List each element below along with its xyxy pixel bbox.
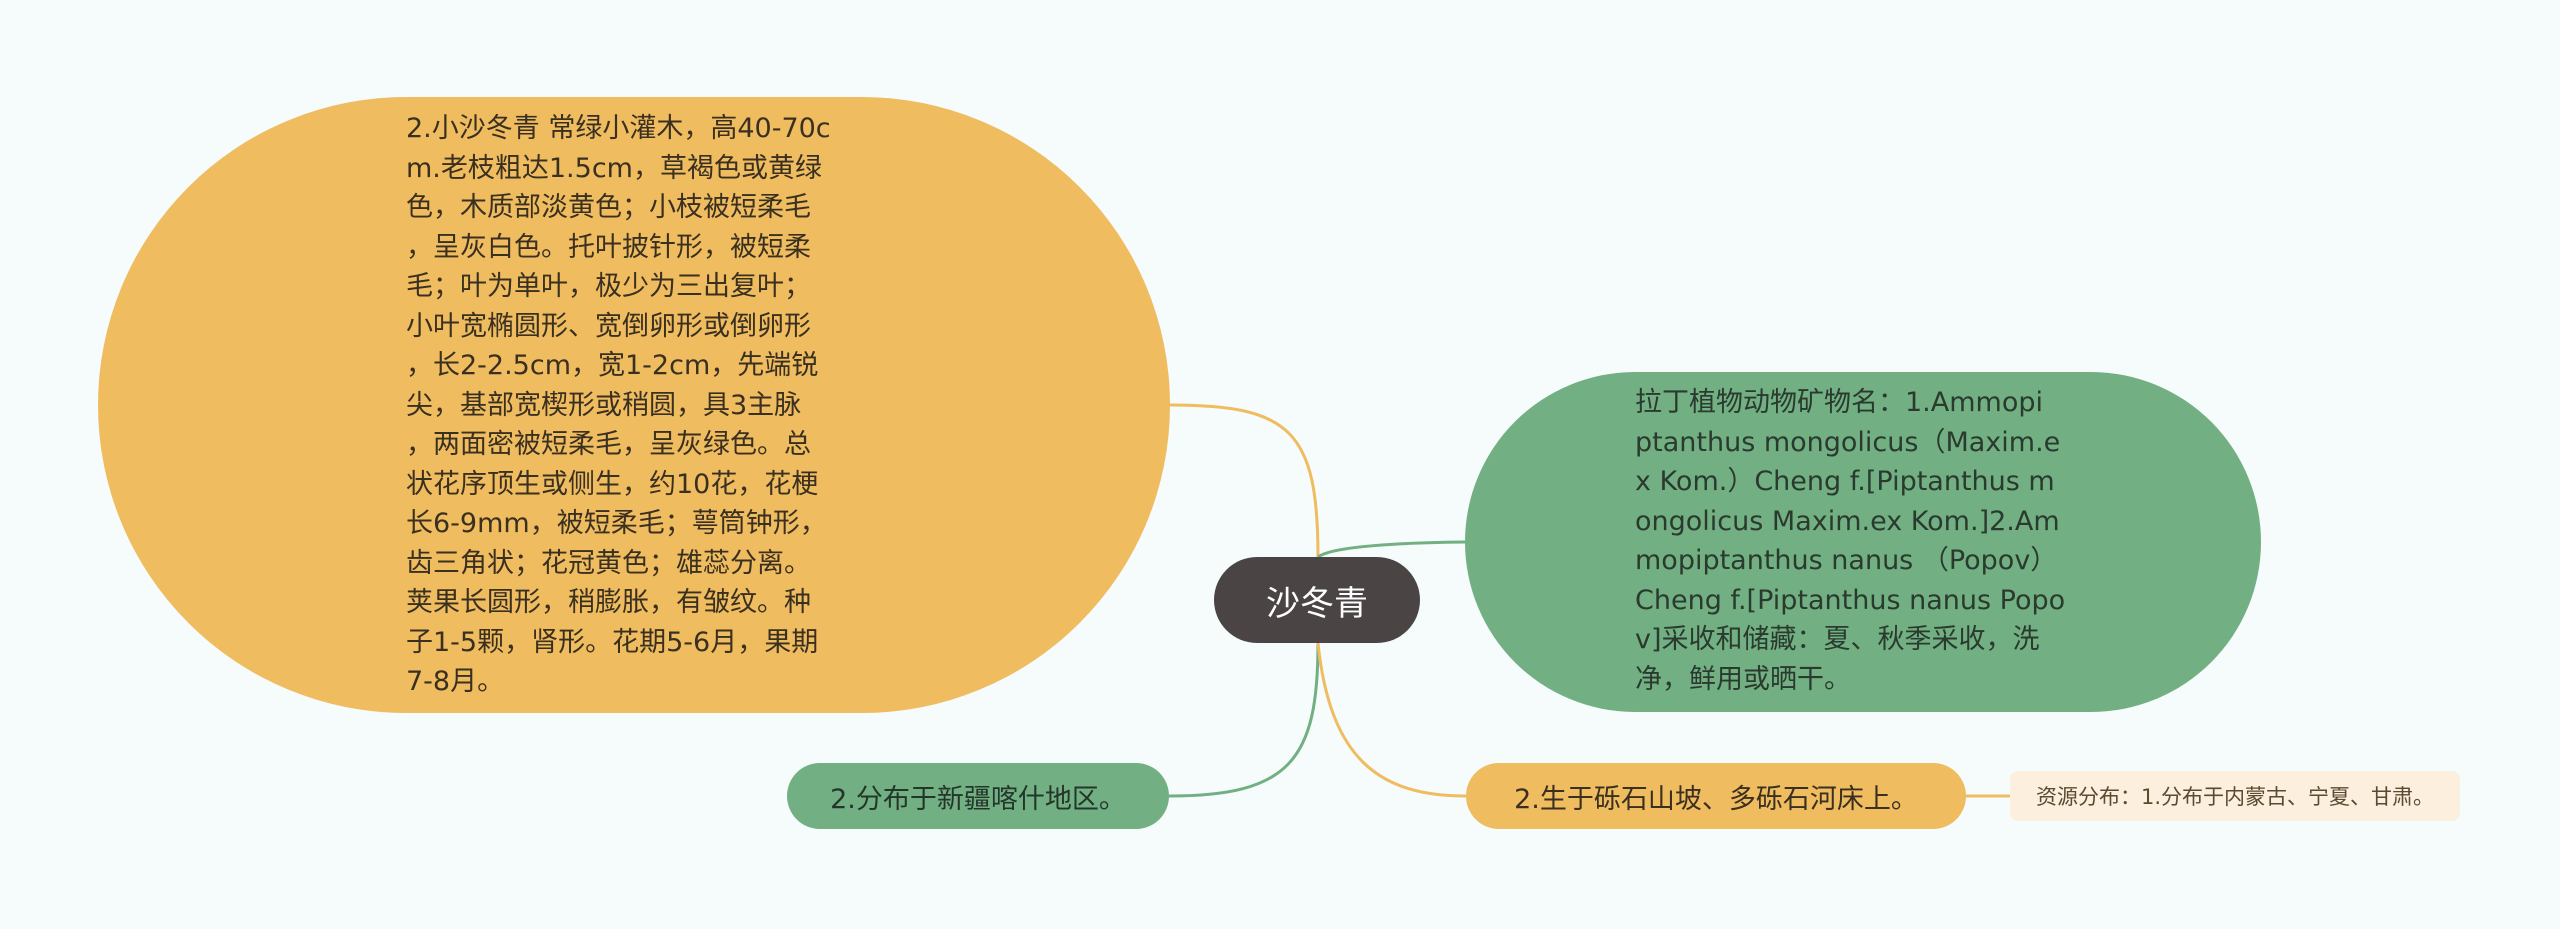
right-topic-bubble[interactable]: 拉丁植物动物矿物名：1.Ammopi ptanthus mongolicus（M… [1465, 372, 2261, 712]
text-line: 长6-9mm，被短柔毛；萼筒钟形， [406, 508, 827, 539]
text-line: 7-8月。 [406, 666, 505, 697]
text-line: ，呈灰白色。托叶披针形，被短柔 [406, 231, 811, 263]
text-line: Cheng f.[Piptanthus nanus Popo [1635, 584, 2066, 616]
right-leaf-node[interactable]: 资源分布：1.分布于内蒙古、宁夏、甘肃。 [2010, 771, 2460, 821]
central-topic[interactable]: 沙冬青 [1214, 557, 1420, 643]
right-subtopic-pill[interactable]: 2.生于砾石山坡、多砾石河床上。 [1466, 763, 1966, 829]
text-line: ，两面密被短柔毛，呈灰绿色。总 [406, 429, 811, 460]
text-line: 齿三角状；花冠黄色；雄蕊分离。 [406, 547, 811, 579]
text-line: ，长2-2.5cm，宽1-2cm，先端锐 [406, 350, 819, 381]
connector-left-bubble [1169, 403, 1320, 558]
text-line: 毛；叶为单叶，极少为三出复叶； [406, 271, 811, 302]
text-line: 2.小沙冬青 常绿小灌木，高40-70c [406, 113, 831, 144]
text-line: 净，鲜用或晒干。 [1635, 663, 1851, 695]
text-line: 子1-5颗，肾形。花期5-6月，果期 [406, 626, 819, 658]
text-line: v]采收和储藏：夏、秋季采收，洗 [1635, 624, 2040, 655]
text-line: 色，木质部淡黄色；小枝被短柔毛 [406, 192, 811, 223]
connector-right-bubble [1317, 540, 1466, 559]
connector-left-pill [1168, 642, 1320, 798]
text-line: 小叶宽椭圆形、宽倒卵形或倒卵形 [406, 310, 811, 342]
central-topic-label: 沙冬青 [1266, 583, 1368, 624]
text-line: m.老枝粗达1.5cm，草褐色或黄绿 [406, 152, 822, 184]
text-line: 荚果长圆形，稍膨胀，有皱纹。种 [406, 587, 811, 618]
text-line: 状花序顶生或侧生，约10花，花梗 [406, 468, 819, 500]
connector-right-pill [1316, 642, 1467, 798]
right-subtopic-label: 2.生于砾石山坡、多砾石河床上。 [1514, 783, 1918, 815]
left-subtopic-label: 2.分布于新疆喀什地区。 [830, 783, 1126, 815]
text-line: ongolicus Maxim.ex Kom.]2.Am [1635, 505, 2060, 537]
left-topic-bubble[interactable]: 2.小沙冬青 常绿小灌木，高40-70c m.老枝粗达1.5cm，草褐色或黄绿 … [98, 97, 1170, 713]
left-subtopic-pill[interactable]: 2.分布于新疆喀什地区。 [787, 763, 1169, 829]
text-line: ptanthus mongolicus（Maxim.e [1635, 426, 2061, 458]
right-leaf-label: 资源分布：1.分布于内蒙古、宁夏、甘肃。 [2035, 785, 2435, 809]
text-line: 拉丁植物动物矿物名：1.Ammopi [1635, 387, 2043, 418]
text-line: x Kom.）Cheng f.[Piptanthus m [1635, 466, 2055, 497]
text-line: mopiptanthus nanus （Popov） [1635, 545, 2058, 576]
text-line: 尖，基部宽楔形或稍圆，具3主脉 [406, 389, 802, 421]
